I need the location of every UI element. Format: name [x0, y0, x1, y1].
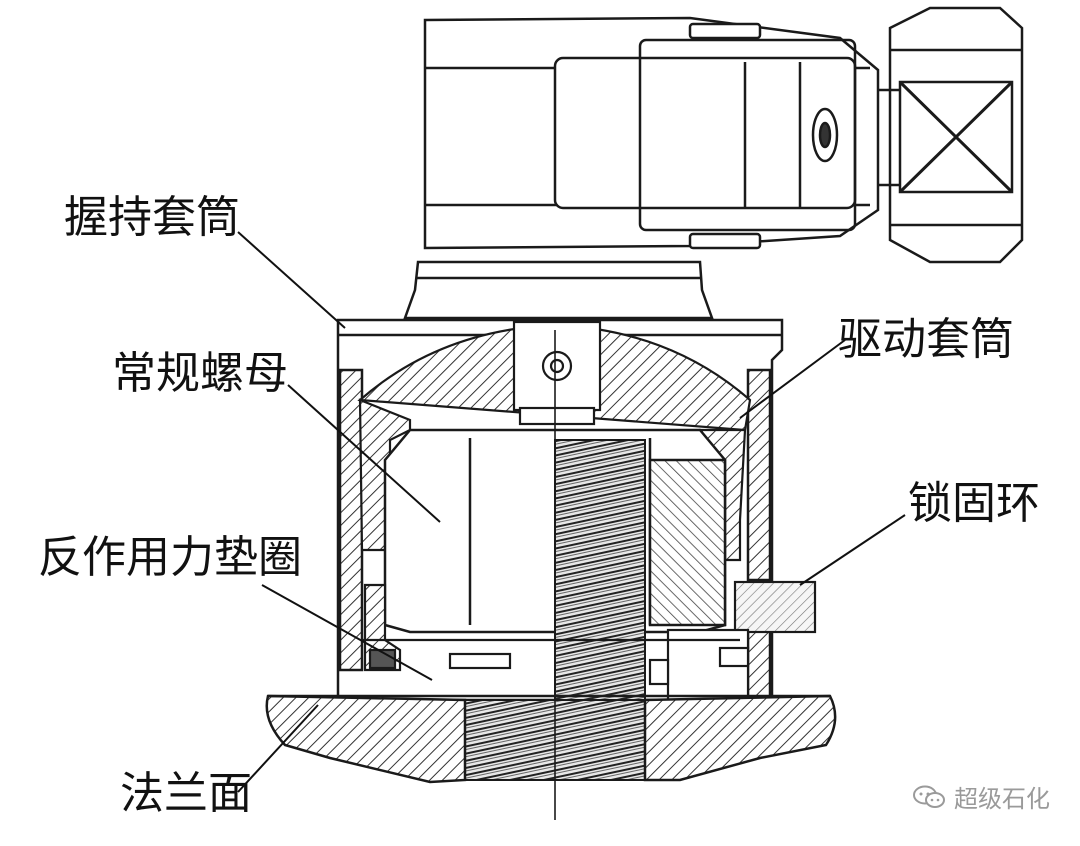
- wechat-icon: [913, 785, 945, 808]
- side-hex-cap: [878, 6, 1024, 264]
- label-drive-socket: 驱动套筒: [838, 314, 1014, 365]
- flange-face: [265, 694, 837, 784]
- leader-holding-socket: [237, 231, 346, 329]
- watermark-text: 超级石化: [954, 785, 1050, 813]
- neck-collar: [403, 260, 714, 320]
- stud-thread: [464, 439, 646, 781]
- leader-flange-face: [237, 704, 319, 793]
- label-locking-ring: 锁固环: [908, 478, 1040, 529]
- watermark: 超级石化: [912, 779, 1050, 814]
- label-flange-face: 法兰面: [120, 768, 252, 819]
- leader-drive-socket: [739, 339, 846, 419]
- label-regular-nut: 常规螺母: [112, 348, 288, 399]
- locking-ring: [648, 580, 817, 702]
- leader-regular-nut: [287, 384, 441, 523]
- leader-locking-ring: [799, 514, 906, 586]
- leader-lines: [237, 231, 906, 793]
- label-reaction-washer: 反作用力垫圈: [38, 532, 302, 583]
- drive-head-housing: [423, 16, 880, 250]
- label-holding-socket: 握持套筒: [64, 192, 240, 243]
- reaction-washer: [362, 583, 740, 672]
- leader-reaction-washer: [261, 584, 433, 681]
